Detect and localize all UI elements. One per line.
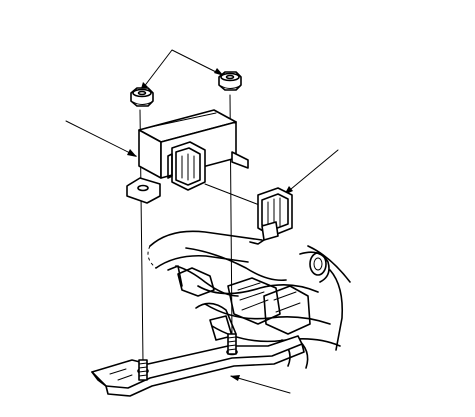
leader-connector: [284, 149, 339, 195]
alignment-line-connector: [204, 183, 263, 207]
mounting-nut-left: [130, 87, 154, 107]
leader-bracket: [230, 375, 291, 394]
wire-harness: [147, 230, 351, 369]
callout-leaders: [65, 49, 339, 394]
control-unit: [126, 109, 249, 204]
mounting-nut-right: [218, 71, 242, 91]
leader-bracket-arrowhead: [230, 375, 240, 381]
leader-unit: [65, 120, 137, 157]
leader-unit-arrowhead: [127, 149, 137, 157]
mounting-bracket: [91, 335, 305, 397]
stud-bolt-left: [138, 359, 148, 381]
leader-nuts: [139, 49, 225, 93]
harness-connector: [249, 187, 293, 245]
stud-bolt-right: [227, 333, 237, 355]
